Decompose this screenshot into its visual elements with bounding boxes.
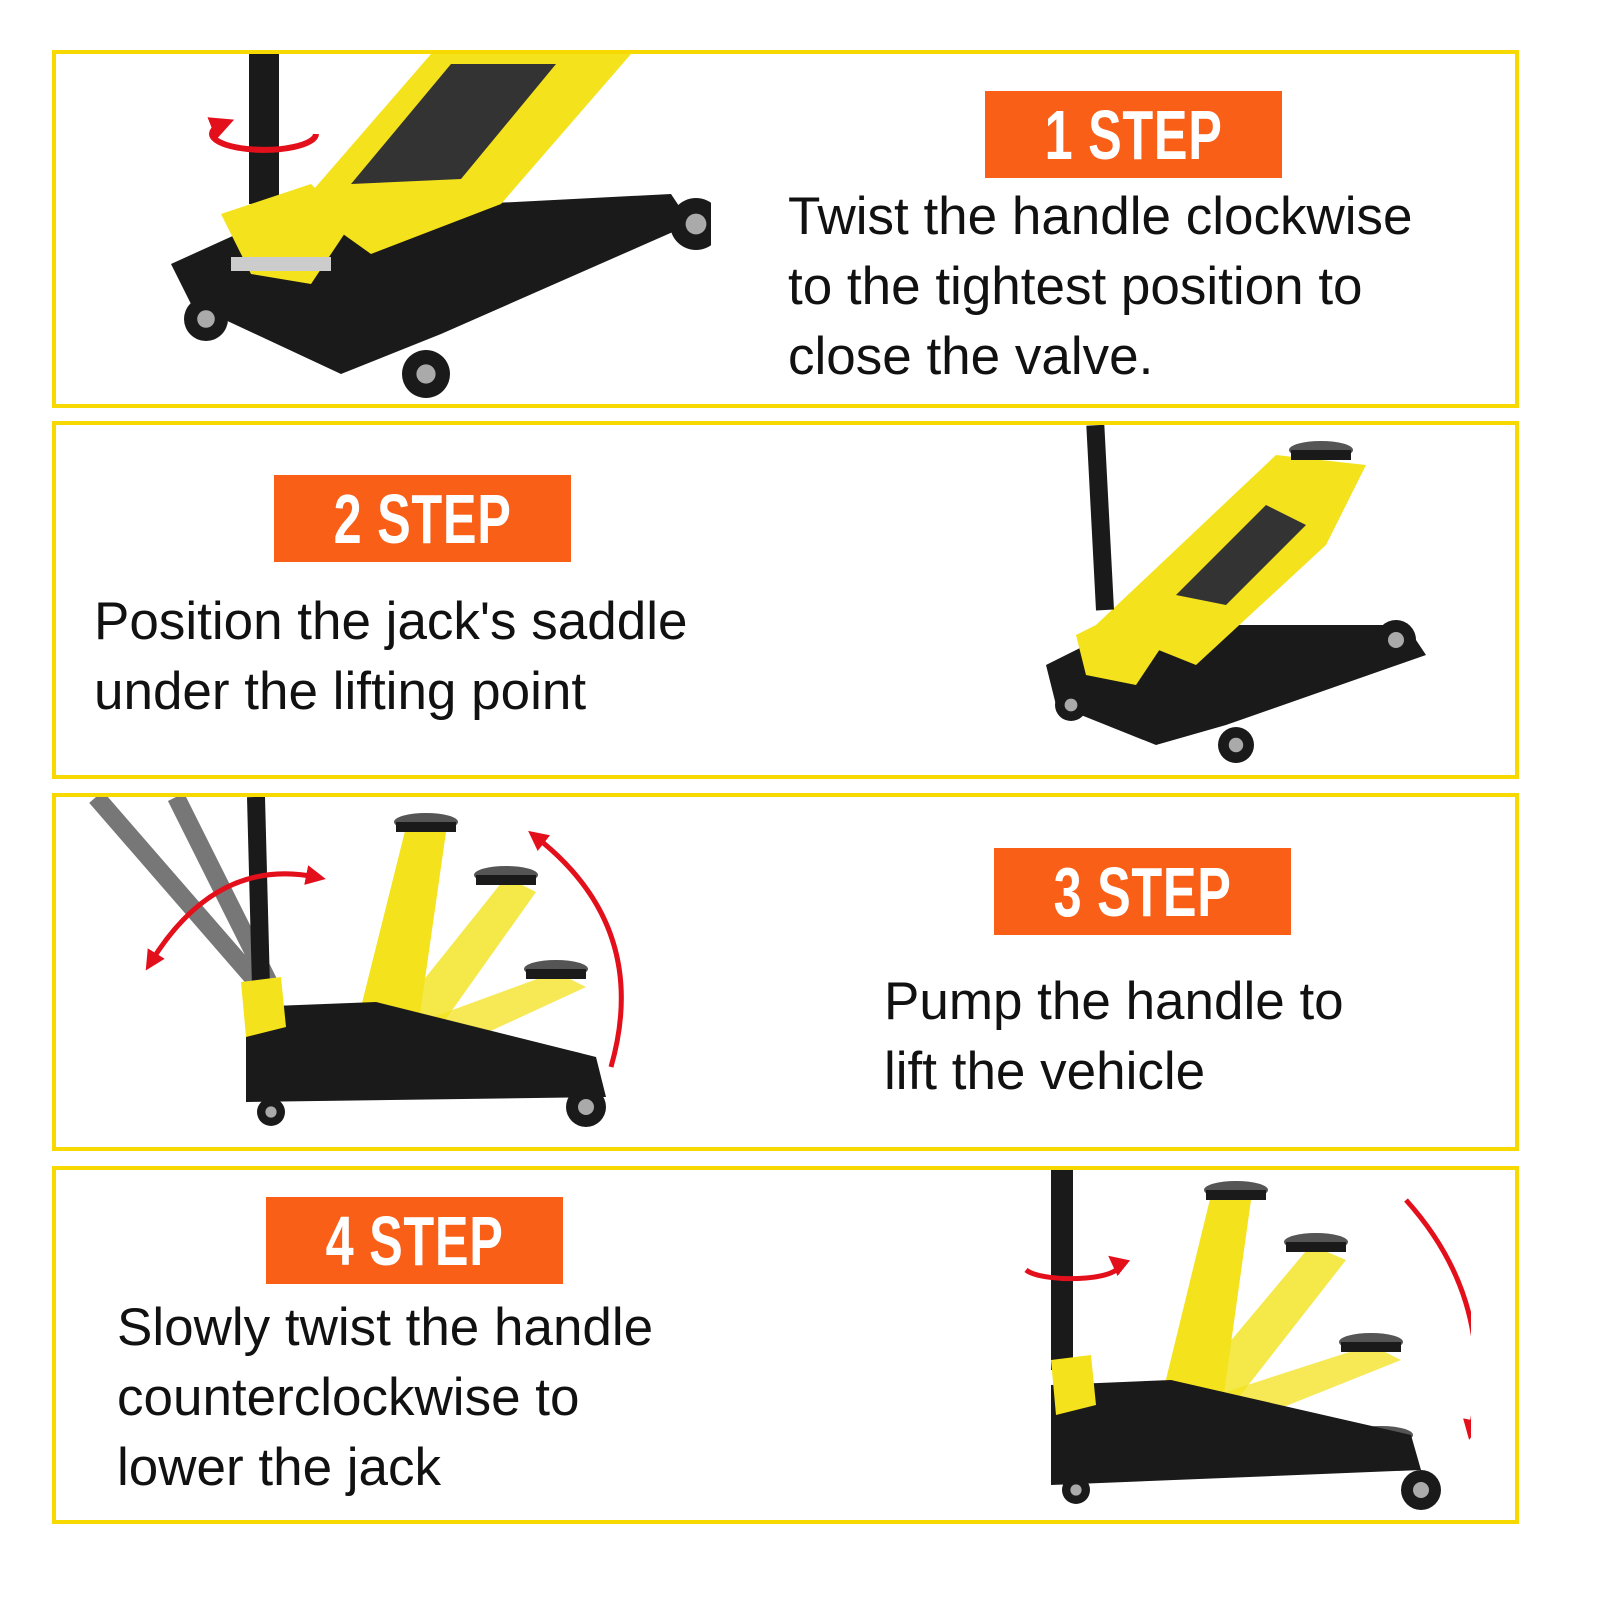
step-1-badge: 1 STEP — [985, 91, 1282, 178]
jack-lift-arm-high — [1161, 1195, 1251, 1415]
jack-label — [1176, 505, 1306, 605]
step-3-badge: 3 STEP — [994, 848, 1291, 935]
step-2-instructions: Position the jack's saddle under the lif… — [94, 592, 688, 721]
jack-handle — [247, 796, 270, 988]
step-3-panel: 3 STEP Pump the handle to lift the vehic… — [52, 791, 1519, 1151]
jack-frame — [1051, 1380, 1421, 1485]
jack-lower-counterclockwise-illustration — [951, 1170, 1483, 1520]
step-4-instructions: Slowly twist the handle counterclockwise… — [117, 1298, 654, 1497]
jack-lowered-illustration — [986, 424, 1426, 775]
step-1-instructions: Twist the handle clockwise to the tighte… — [788, 187, 1413, 386]
jack-pump-lift-illustration — [76, 791, 666, 1147]
step-4-panel: 4 STEP Slowly twist the handle countercl… — [52, 1166, 1519, 1524]
saddle-icon — [1289, 441, 1353, 460]
clockwise-arrow-icon — [207, 117, 319, 153]
handle-socket — [1076, 605, 1166, 685]
saddle-icon — [394, 813, 458, 832]
saddle-icon — [1284, 1233, 1348, 1252]
wheel-icon — [670, 198, 722, 250]
jack-label — [351, 64, 556, 184]
wheel-icon — [1055, 689, 1087, 721]
handle-socket — [241, 977, 286, 1037]
jack-frame — [246, 1002, 606, 1102]
wheel-icon — [257, 1098, 285, 1126]
wheel-icon — [1401, 1470, 1441, 1510]
lift-arrow-icon — [528, 830, 624, 1068]
jack-handle — [1086, 424, 1114, 611]
wheel-icon — [1218, 727, 1254, 763]
step-2-badge: 2 STEP — [274, 475, 571, 562]
handle-swing-arrow-icon — [145, 865, 326, 971]
wheel-icon — [1376, 620, 1416, 660]
wheel-icon — [1062, 1476, 1090, 1504]
jack-lift-arm-mid — [386, 877, 536, 1047]
step-4-badge: 4 STEP — [266, 1197, 563, 1284]
jack-lift-arm-high — [356, 827, 446, 1042]
saddle-icon — [474, 866, 538, 885]
saddle-icon — [524, 960, 588, 979]
handle-socket — [1051, 1355, 1096, 1415]
wheel-icon — [184, 297, 228, 341]
jack-handle — [249, 54, 279, 204]
jack-twist-clockwise-illustration — [111, 54, 722, 404]
step-2-panel: 2 STEP Position the jack's saddle under … — [52, 421, 1519, 779]
step-3-instructions: Pump the handle to lift the vehicle — [884, 972, 1344, 1101]
saddle-icon — [1204, 1181, 1268, 1200]
handle-position — [89, 791, 268, 993]
jack-handle — [1051, 1170, 1073, 1370]
wheel-icon — [566, 1087, 606, 1127]
counterclockwise-arrow-icon — [1024, 1255, 1131, 1282]
step-1-panel: 1 STEP Twist the handle clockwise to the… — [52, 50, 1519, 408]
wheel-icon — [402, 350, 450, 398]
saddle-icon — [1339, 1333, 1403, 1352]
lower-arrow-icon — [1404, 1198, 1483, 1440]
